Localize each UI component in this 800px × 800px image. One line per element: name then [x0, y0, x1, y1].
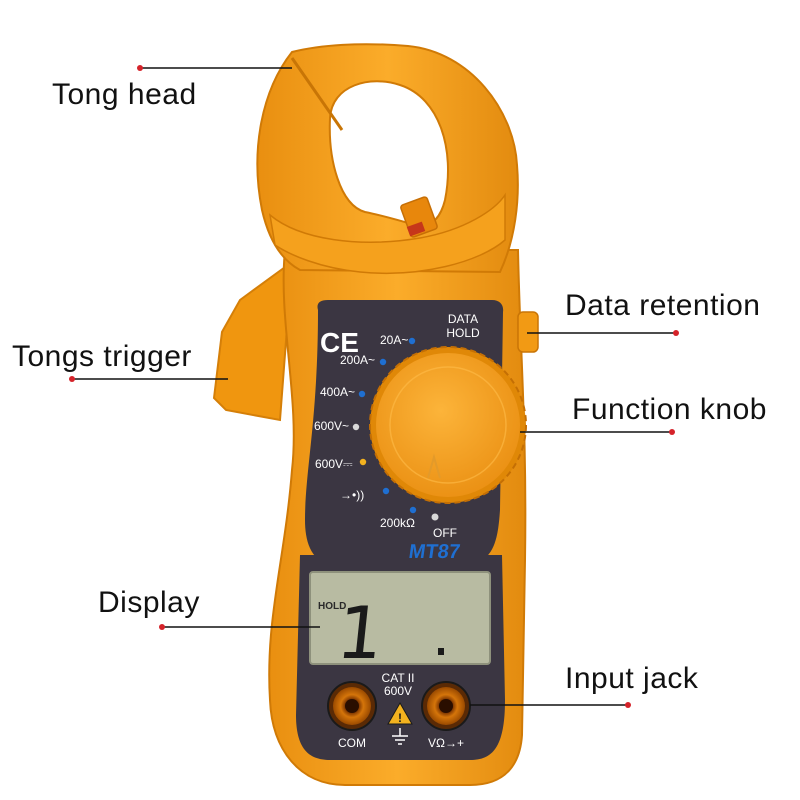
dial-dot-600v-dc — [359, 458, 367, 466]
display-marker — [159, 624, 165, 630]
dial-setting-200a-ac: 200A~ — [340, 353, 375, 367]
data-hold-button[interactable] — [517, 311, 539, 353]
dial-dot-200k-ohm — [409, 506, 417, 514]
dial-setting-20a-ac: 20A~ — [380, 333, 408, 347]
v-ohm-jack[interactable] — [421, 681, 471, 731]
function-knob[interactable] — [369, 346, 527, 504]
category-line2: 600V — [384, 684, 412, 698]
ce-mark: CE — [320, 327, 359, 358]
com-jack[interactable] — [327, 681, 377, 731]
tongs-trigger — [212, 259, 294, 422]
tongs-trigger-marker — [69, 376, 75, 382]
jaw-lower-band — [268, 192, 506, 275]
v-ohm-jack-label: VΩ→+ — [428, 736, 464, 750]
dial-dot-20a-ac — [408, 337, 416, 345]
com-jack-label: COM — [338, 736, 366, 750]
tong-head-marker — [137, 65, 143, 71]
category-line1: CAT II — [382, 671, 415, 685]
input-jack-marker — [625, 702, 631, 708]
function-knob-marker — [669, 429, 675, 435]
dial-setting-off: OFF — [433, 526, 457, 540]
warning-icon — [387, 701, 413, 725]
jaw-split-line — [290, 57, 344, 131]
data-hold-label-line2: HOLD — [446, 326, 480, 340]
data-retention-label: Data retention — [565, 289, 761, 322]
dial-dot-diode-continuity — [382, 487, 390, 495]
input-jack-label: Input jack — [565, 662, 699, 695]
dial-dot-off — [431, 513, 439, 521]
warning-exclamation-icon: ! — [398, 711, 402, 725]
dial-setting-400a-ac: 400A~ — [320, 385, 355, 399]
jaw-indicator — [406, 221, 426, 237]
tongs-trigger-label: Tongs trigger — [12, 340, 192, 373]
lcd-hold-indicator: HOLD — [318, 601, 346, 612]
dial-setting-200k-ohm: 200kΩ — [380, 516, 415, 530]
model-label: MT87 — [407, 541, 461, 563]
lcd-decimal-point — [438, 648, 444, 655]
data-hold-label-line1: DATA — [448, 312, 478, 326]
dial-dot-400a-ac — [358, 390, 366, 398]
data-retention-marker — [673, 330, 679, 336]
dial-setting-600v-dc: 600V⎓ — [315, 457, 353, 471]
dial-dot-200a-ac — [379, 358, 387, 366]
tong-head-label: Tong head — [52, 78, 197, 111]
dial-dot-600v-ac — [352, 423, 360, 431]
dial-setting-600v-ac: 600V~ — [314, 419, 349, 433]
ground-icon — [392, 728, 408, 745]
lcd-display — [309, 571, 491, 665]
function-knob-label: Function knob — [572, 393, 767, 426]
lcd-reading: 1 — [333, 592, 388, 676]
dial-setting-diode-continuity: →•)) — [340, 488, 364, 502]
display-label: Display — [98, 586, 200, 619]
jaw-opening — [328, 80, 449, 227]
